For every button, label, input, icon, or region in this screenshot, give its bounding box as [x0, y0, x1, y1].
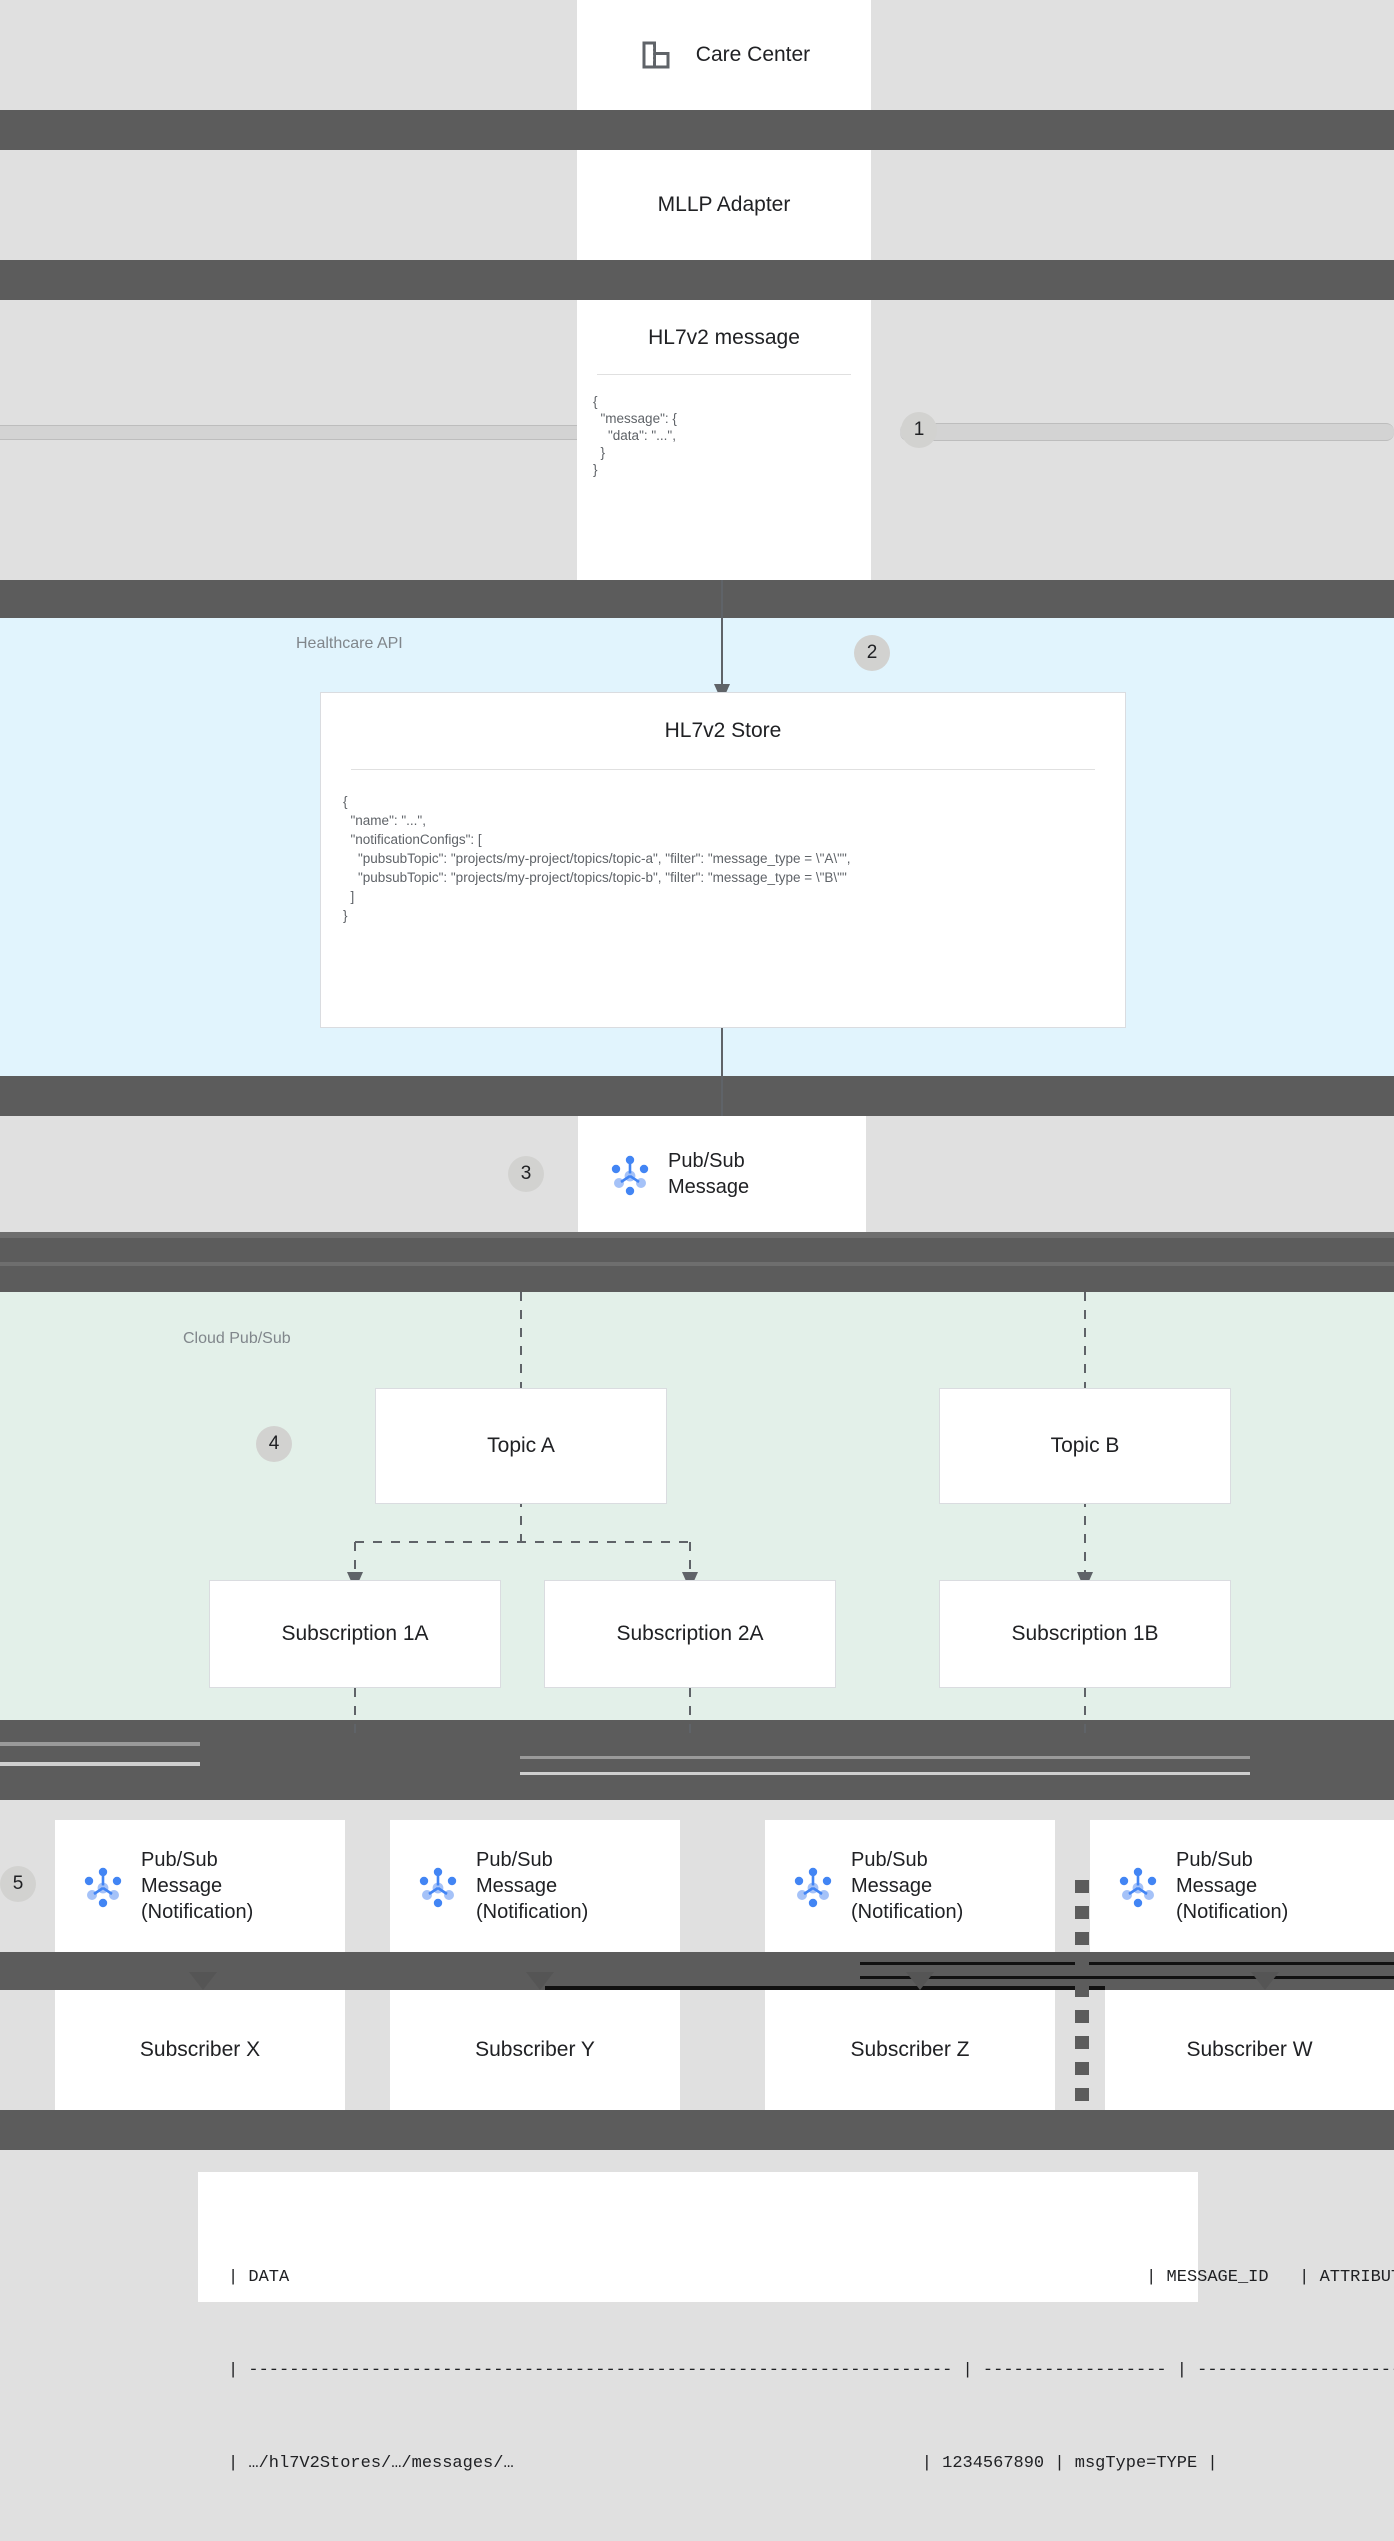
subscriber-y-label: Subscriber Y: [475, 2038, 595, 2061]
bar-artifact-7: [545, 1986, 1105, 1990]
separator-bar-3: [0, 580, 1394, 618]
console-row: | …/hl7V2Stores/…/messages/… | 123456789…: [228, 2454, 1218, 2473]
pubsub-icon: [789, 1862, 837, 1910]
separator-bar-1: [0, 110, 1394, 150]
console-header: | DATA | MESSAGE_ID | ATTRIBUTES |: [228, 2268, 1394, 2287]
separator-bar-2: [0, 260, 1394, 300]
topic-b-label: Topic B: [1050, 1434, 1120, 1457]
node-mllp-adapter[interactable]: MLLP Adapter: [577, 150, 871, 260]
hl7v2-message-title: HL7v2 message: [648, 326, 800, 349]
pubsub-icon: [1114, 1862, 1162, 1910]
pubsub-icon: [414, 1862, 462, 1910]
node-subscription-2a[interactable]: Subscription 2A: [544, 1580, 836, 1688]
step-badge-5: 5: [0, 1866, 36, 1902]
diagram-canvas: Care Center MLLP Adapter HL7v2 message {…: [0, 0, 1394, 2473]
dashed-vertical-artifact: [1075, 1880, 1089, 2140]
subscription-1a-label: Subscription 1A: [281, 1622, 429, 1645]
bar-artifact-6: [860, 1976, 1394, 1979]
subscription-1b-label: Subscription 1B: [1011, 1622, 1159, 1645]
subscriber-z-label: Subscriber Z: [850, 2038, 970, 2061]
console-rule: | --------------------------------------…: [228, 2361, 1394, 2380]
node-topic-b[interactable]: Topic B: [939, 1388, 1231, 1504]
region-label-healthcare-api: Healthcare API: [296, 635, 403, 652]
step-badge-2: 2: [854, 635, 890, 671]
bar-artifact-2: [0, 1762, 200, 1766]
notification-card-z[interactable]: Pub/Sub Message (Notification): [765, 1820, 1055, 1952]
notification-label: Pub/Sub Message (Notification): [1176, 1849, 1289, 1923]
pubsub-message-label: Pub/Sub Message: [668, 1150, 750, 1198]
region-label-cloud-pubsub: Cloud Pub/Sub: [183, 1330, 291, 1347]
topic-a-label: Topic A: [487, 1434, 555, 1457]
subscriber-w-label: Subscriber W: [1186, 2038, 1313, 2061]
connector-subs-to-notifications: [354, 1688, 1086, 1734]
card-divider: [597, 374, 851, 375]
step-badge-1: 1: [901, 412, 937, 448]
bar-highlight-b: [0, 1262, 1394, 1266]
hl7v2-store-title: HL7v2 Store: [664, 719, 782, 742]
connector-to-topics: [520, 1292, 1086, 1388]
node-care-center[interactable]: Care Center: [577, 0, 871, 110]
bar-artifact-4: [520, 1772, 1250, 1775]
connector-store-to-pubsub: [721, 1026, 723, 1120]
node-subscription-1b[interactable]: Subscription 1B: [939, 1580, 1231, 1688]
notification-label: Pub/Sub Message (Notification): [851, 1849, 964, 1923]
node-hl7v2-store[interactable]: HL7v2 Store { "name": "...", "notificati…: [320, 692, 1126, 1028]
notification-label: Pub/Sub Message (Notification): [141, 1849, 254, 1923]
separator-bar-8: [0, 2110, 1394, 2150]
building-icon: [638, 37, 674, 73]
node-hl7v2-message[interactable]: HL7v2 message { "message": { "data": "..…: [577, 300, 871, 580]
notification-card-y[interactable]: Pub/Sub Message (Notification): [390, 1820, 680, 1952]
pubsub-icon: [79, 1862, 127, 1910]
node-subscriber-y[interactable]: Subscriber Y: [390, 1990, 680, 2110]
pubsub-icon: [606, 1150, 654, 1198]
separator-bar-4: [0, 1076, 1394, 1116]
separator-bar-6: [0, 1720, 1394, 1800]
hl7v2-store-json: { "name": "...", "notificationConfigs": …: [343, 794, 851, 923]
bar-artifact-3: [520, 1756, 1250, 1759]
step-badge-4: 4: [256, 1426, 292, 1462]
node-subscription-1a[interactable]: Subscription 1A: [209, 1580, 501, 1688]
care-center-label: Care Center: [695, 43, 811, 66]
notification-card-w[interactable]: Pub/Sub Message (Notification): [1090, 1820, 1394, 1952]
bar-highlight-a: [0, 1232, 1394, 1238]
bar-artifact-1: [0, 1742, 200, 1746]
step-badge-3: 3: [508, 1156, 544, 1192]
node-subscriber-w[interactable]: Subscriber W: [1105, 1990, 1394, 2110]
subscriber-x-label: Subscriber X: [139, 2038, 261, 2061]
notification-card-x[interactable]: Pub/Sub Message (Notification): [55, 1820, 345, 1952]
scrollbar-artifact-right: [900, 423, 1394, 441]
notification-label: Pub/Sub Message (Notification): [476, 1849, 589, 1923]
subscription-2a-label: Subscription 2A: [616, 1622, 764, 1645]
console-output: | DATA | MESSAGE_ID | ATTRIBUTES | | ---…: [198, 2172, 1394, 2473]
scrollbar-artifact-left: [0, 425, 580, 440]
hl7v2-message-json: { "message": { "data": "...", } }: [593, 394, 677, 477]
node-topic-a[interactable]: Topic A: [375, 1388, 667, 1504]
bar-artifact-5: [860, 1962, 1394, 1965]
store-card-divider: [351, 769, 1095, 770]
node-subscriber-z[interactable]: Subscriber Z: [765, 1990, 1055, 2110]
connector-notifications-to-subscribers: [189, 1972, 1279, 1990]
node-pubsub-message[interactable]: Pub/Sub Message: [578, 1116, 866, 1232]
separator-bar-7: [0, 1952, 1394, 1990]
node-subscriber-x[interactable]: Subscriber X: [55, 1990, 345, 2110]
mllp-adapter-label: MLLP Adapter: [657, 193, 791, 216]
